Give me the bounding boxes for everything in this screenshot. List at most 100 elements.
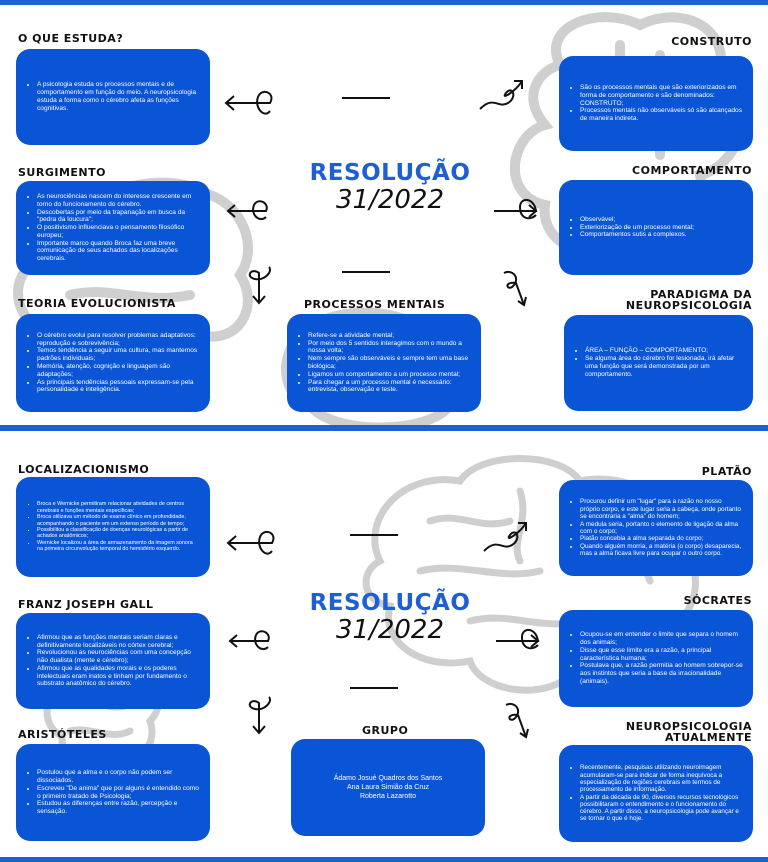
bottom-stripe xyxy=(0,857,768,862)
list-item: Disse que esse limite era a razão, a pri… xyxy=(580,647,743,663)
arrow-right-icon xyxy=(494,199,538,220)
box-teoria-evolucionista: O cérebro evolui para resolver problemas… xyxy=(16,314,210,412)
page-1: RESOLUÇÃO 31/2022 O QUE ESTUDA? A psicol… xyxy=(0,5,768,425)
list-item: Postulava que, a razão permitia ao homem… xyxy=(580,662,743,685)
list-item: Quando alguém morria, a matéria (o corpo… xyxy=(580,543,743,558)
list-item: Afirmou que as qualidades morais e os po… xyxy=(37,665,200,688)
title-resolucao: RESOLUÇÃO xyxy=(309,160,471,186)
list-item: Para chegar a um processo mental é neces… xyxy=(308,379,471,395)
list-item: Descobertas por meio da trapanação em bu… xyxy=(37,209,200,225)
group-member: Ádamo Josué Quadros dos Santos xyxy=(333,775,443,782)
section-title-grupo: GRUPO xyxy=(362,724,409,737)
list-item: Procurou definir um "lugar" para a razão… xyxy=(580,498,743,520)
center-title: RESOLUÇÃO 31/2022 xyxy=(290,590,490,644)
section-title-teoria-evolucionista: TEORIA EVOLUCIONISTA xyxy=(18,297,176,310)
box-o-que-estuda: A psicologia estuda os processos mentais… xyxy=(16,49,210,145)
list-item: Postulou que a alma e o corpo não podem … xyxy=(37,769,200,785)
box-gall: Afirmou que as funções mentais seriam cl… xyxy=(16,613,210,709)
section-title-comportamento: COMPORTAMENTO xyxy=(632,164,752,177)
list-item: Ocupou-se em entender o limite que separ… xyxy=(580,631,743,647)
box-paradigma: ÁREA – FUNÇÃO – COMPORTAMENTO; Se alguma… xyxy=(564,315,753,411)
list-item: Revolucionou as neurociências com uma co… xyxy=(37,649,200,665)
divider-top xyxy=(342,97,390,99)
list-item: Broca utilizava um método de exame clíni… xyxy=(37,514,200,527)
list-item: O positivismo influenciava o pensamento … xyxy=(37,224,200,240)
arrow-down-right-icon xyxy=(503,271,527,307)
section-title-neuropsicologia-atualmente: NEUROPSICOLOGIA ATUALMENTE xyxy=(626,721,752,743)
divider-bottom xyxy=(342,271,390,273)
middle-stripe xyxy=(0,425,768,431)
title-line: NEUROPSICOLOGIA xyxy=(625,299,752,312)
list-item: Escreveu "De anima" que por alguns é ent… xyxy=(37,785,200,801)
box-localizacionismo: Broca e Wernicke permitiram relacionar a… xyxy=(16,477,210,577)
title-number: 31/2022 xyxy=(335,185,444,215)
list-item: A partir da década de 90, diversos recur… xyxy=(580,794,743,823)
section-title-socrates: SÓCRATES xyxy=(683,594,752,607)
list-item: Se alguma área do cérebro for lesionada,… xyxy=(585,355,743,378)
arrow-down-icon xyxy=(248,266,271,305)
section-title-processos-mentais: PROCESSOS MENTAIS xyxy=(304,298,446,311)
list-item: Estudou as diferenças entre razão, perce… xyxy=(37,800,200,816)
list-item: ÁREA – FUNÇÃO – COMPORTAMENTO; xyxy=(585,347,743,355)
title-line: PARADIGMA DA xyxy=(650,288,752,301)
arrow-left-icon xyxy=(226,530,275,555)
list-item: A psicologia estuda os processos mentais… xyxy=(37,81,200,112)
list-item: O cérebro evolui para resolver problemas… xyxy=(37,332,200,348)
list-item: Memória, atenção, cognição e linguagem s… xyxy=(37,363,200,379)
list-item: Recentemente, pesquisas utilizando neuro… xyxy=(580,764,743,793)
box-surgimento: As neurociências nascem do interesse cre… xyxy=(16,181,210,275)
arrow-down-right-icon xyxy=(505,703,529,739)
box-neuropsicologia-atualmente: Recentemente, pesquisas utilizando neuro… xyxy=(559,745,753,842)
section-title-localizacionismo: LOCALIZACIONISMO xyxy=(18,463,150,476)
box-socrates: Ocupou-se em entender o limite que separ… xyxy=(559,610,753,707)
list-item: As neurociências nascem do interesse cre… xyxy=(37,193,200,209)
list-item: Observável; xyxy=(580,216,694,224)
list-item: Comportamentos sutis a complexos. xyxy=(580,231,694,239)
section-title-platao: PLATÃO xyxy=(701,465,752,478)
arrow-up-right-icon xyxy=(479,80,523,110)
arrow-left-icon xyxy=(224,90,273,115)
list-item: Possibilitou a classificação de doenças … xyxy=(37,527,200,540)
arrow-up-right-icon xyxy=(483,522,527,552)
page-2: RESOLUÇÃO 31/2022 LOCALIZACIONISMO Broca… xyxy=(0,431,768,857)
list-item: As principais tendências pessoais expres… xyxy=(37,379,200,395)
section-title-surgimento: SURGIMENTO xyxy=(18,166,106,179)
section-title-o-que-estuda: O QUE ESTUDA? xyxy=(18,32,124,45)
box-aristoteles: Postulou que a alma e o corpo não podem … xyxy=(16,744,210,841)
list-item: Platão concebia a alma separada do corpo… xyxy=(580,535,743,542)
list-item: Ligamos um comportamento a um processo m… xyxy=(308,371,471,379)
list-item: Afirmou que as funções mentais seriam cl… xyxy=(37,634,200,650)
section-title-paradigma: PARADIGMA DA NEUROPSICOLOGIA xyxy=(626,289,752,311)
arrow-right-icon xyxy=(496,629,540,650)
list-item: São os processos mentais que são exterio… xyxy=(580,84,743,107)
center-title: RESOLUÇÃO 31/2022 xyxy=(290,160,490,214)
group-member: Ana Laura Simião da Cruz xyxy=(346,784,430,791)
box-construto: São os processos mentais que são exterio… xyxy=(559,56,753,151)
section-title-construto: CONSTRUTO xyxy=(671,35,752,48)
arrow-left-icon xyxy=(226,200,268,221)
list-item: Temos tendência a seguir uma cultura, ma… xyxy=(37,347,200,363)
section-title-aristoteles: ARISTÓTELES xyxy=(18,728,107,741)
box-grupo: Ádamo Josué Quadros dos Santos Ana Laura… xyxy=(291,739,485,836)
divider-bottom xyxy=(350,687,398,689)
list-item: Processos mentais não observáveis só são… xyxy=(580,107,743,123)
list-item: Wernicke localizou a área de armazenamen… xyxy=(37,540,200,553)
top-stripe xyxy=(0,0,768,5)
list-item: Broca e Wernicke permitiram relacionar a… xyxy=(37,501,200,514)
arrow-down-icon xyxy=(248,696,271,735)
title-line: ATUALMENTE xyxy=(665,731,752,744)
list-item: Exteriorização de um processo mental; xyxy=(580,224,694,232)
section-title-gall: FRANZ JOSEPH GALL xyxy=(18,598,154,611)
list-item: A medula seria, portanto o elemento de l… xyxy=(580,521,743,536)
list-item: Importante marco quando Broca faz uma br… xyxy=(37,240,200,263)
list-item: Por meio dos 5 sentidos interagimos com … xyxy=(308,340,471,356)
list-item: Refere-se a atividade mental; xyxy=(308,332,471,340)
arrow-left-icon xyxy=(228,630,270,651)
box-platao: Procurou definir um "lugar" para a razão… xyxy=(559,480,753,576)
divider-top xyxy=(350,534,398,536)
box-comportamento: Observável; Exteriorização de um process… xyxy=(559,180,753,275)
list-item: Nem sempre são observáveis e sempre tem … xyxy=(308,355,471,371)
group-member: Roberta Lazarotto xyxy=(359,793,417,800)
title-line: NEUROPSICOLOGIA xyxy=(625,720,752,733)
title-resolucao: RESOLUÇÃO xyxy=(309,590,471,616)
